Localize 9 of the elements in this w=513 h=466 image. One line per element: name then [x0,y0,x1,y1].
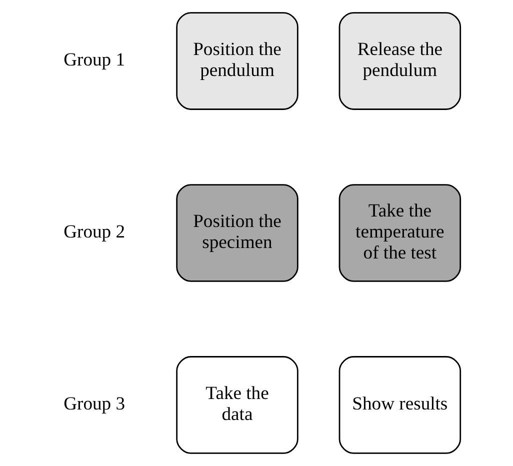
label: Group 3 [63,393,125,414]
label: Group 2 [63,221,125,242]
node-box: Show results [338,356,461,454]
label: Group 1 [63,49,125,70]
node-box: Position the pendulum [176,12,298,110]
node-box: Position the specimen [176,184,298,282]
node-box: Take the data [176,356,298,454]
node-box: Release the pendulum [338,12,461,110]
node-box: Take the temperature of the test [338,184,461,282]
